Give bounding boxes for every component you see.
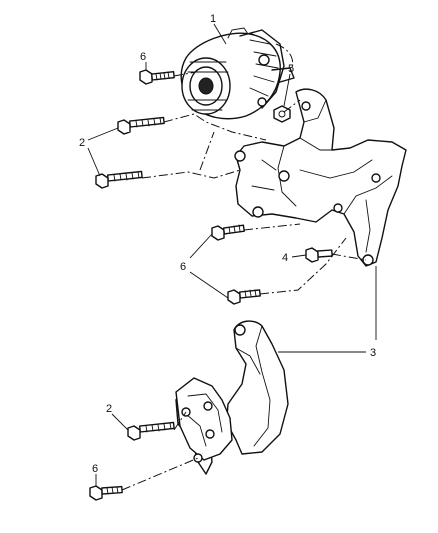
callout-2-top: 2 — [79, 137, 85, 149]
bolt-4 — [305, 247, 333, 263]
callout-1: 1 — [210, 13, 216, 25]
callout-6-mid: 6 — [180, 261, 186, 273]
leader-lines — [87, 23, 377, 486]
alignment-lines — [121, 43, 367, 491]
callout-3: 3 — [370, 347, 376, 359]
alternator — [180, 27, 295, 120]
bolt-long-lower — [95, 170, 143, 189]
bolt-short-bottom — [89, 485, 123, 501]
bolt-mid-lower — [227, 289, 261, 305]
bolt-long-upper — [117, 116, 165, 135]
callout-6-top: 6 — [140, 51, 146, 63]
bolt-mid-upper — [211, 224, 245, 241]
nut — [273, 105, 291, 123]
upper-mounting-bracket — [234, 88, 407, 267]
callout-6-bottom: 6 — [92, 463, 98, 475]
bolt-short-top — [139, 69, 175, 85]
callout-2-bottom: 2 — [106, 403, 112, 415]
callout-labels: 1 6 5 2 6 4 3 2 6 — [79, 13, 376, 475]
lower-bracket — [175, 320, 289, 475]
callout-4: 4 — [282, 252, 288, 264]
bolt-long-bottom — [127, 421, 175, 441]
callout-5: 5 — [288, 63, 294, 75]
